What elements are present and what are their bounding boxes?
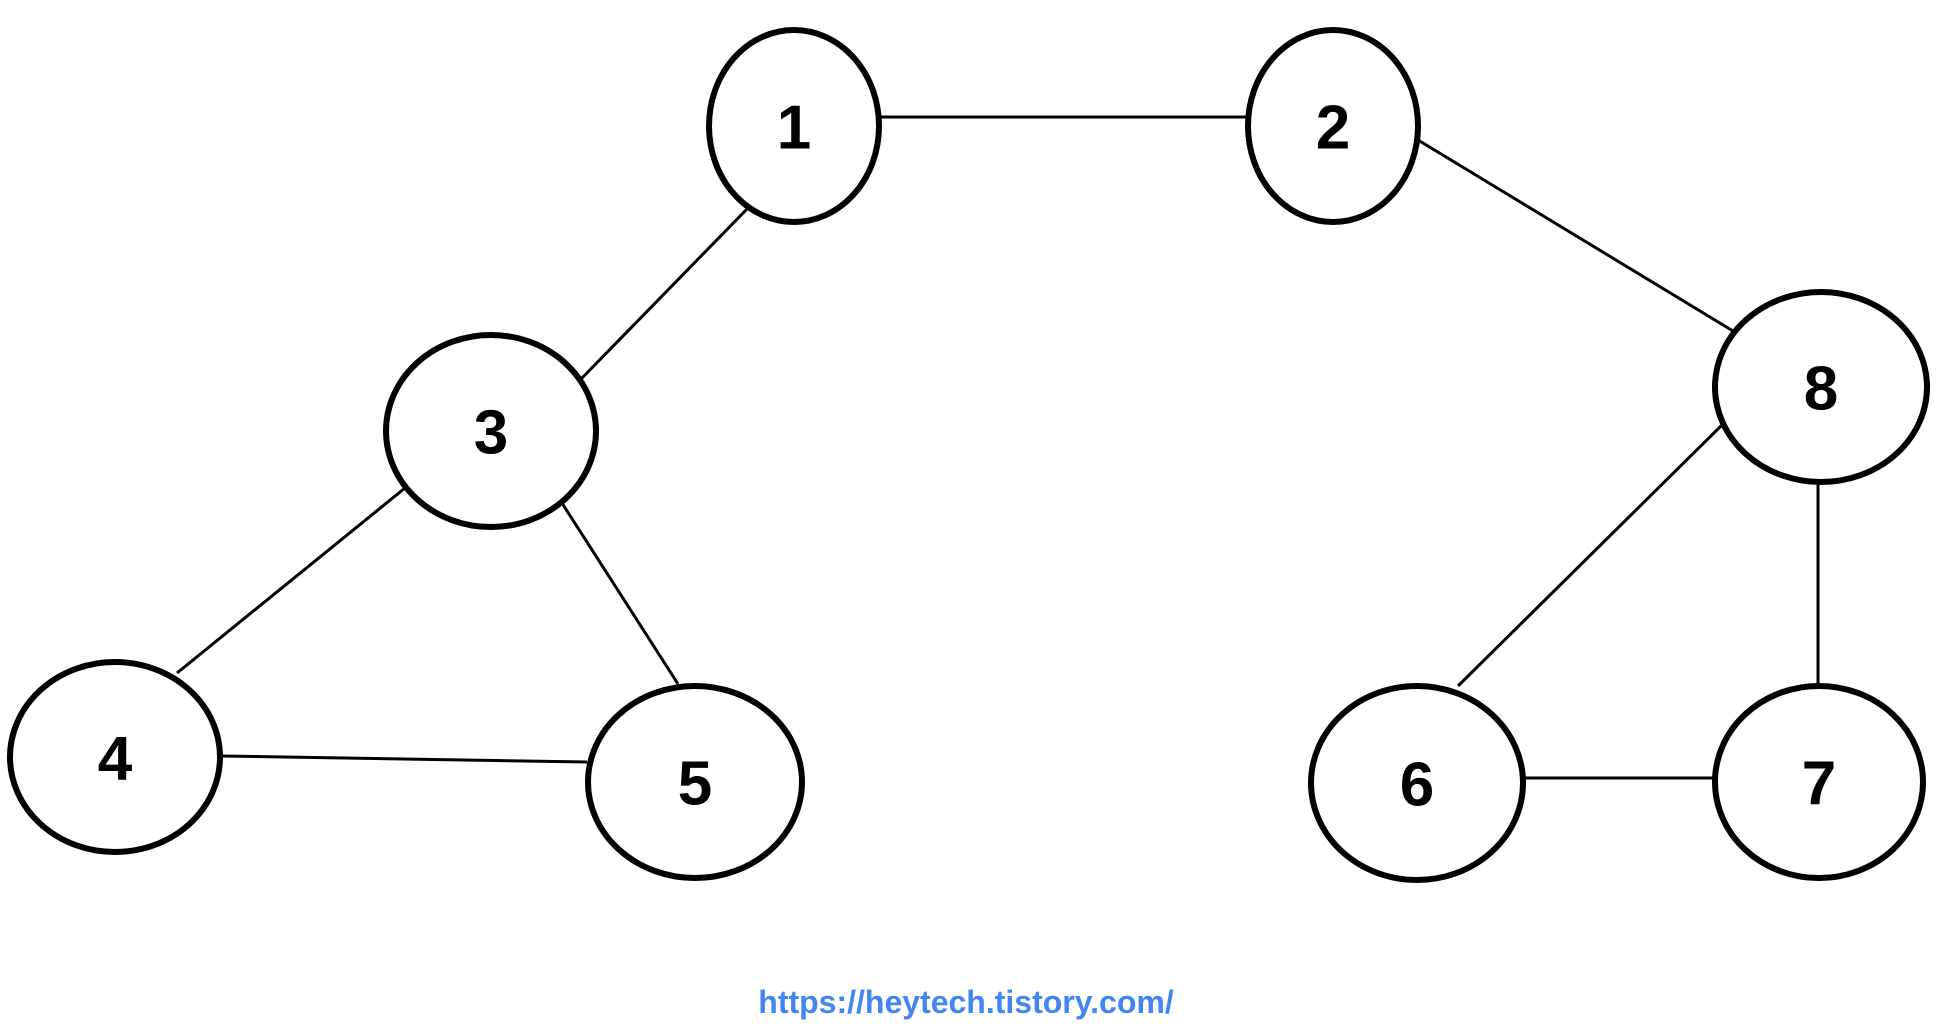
node-7: 7	[1712, 683, 1926, 881]
node-circle-2	[1245, 27, 1421, 225]
node-circle-1	[706, 27, 882, 225]
node-circle-5	[585, 683, 805, 881]
edges-layer	[176, 115, 1820, 780]
node-6: 6	[1308, 683, 1526, 883]
node-circle-8	[1712, 289, 1930, 485]
edge-3-5	[558, 499, 680, 685]
node-circle-4	[7, 659, 223, 855]
node-label-4: 4	[98, 724, 133, 793]
footer-url-link[interactable]: https://heytech.tistory.com/	[758, 984, 1174, 1020]
node-label-7: 7	[1802, 749, 1836, 818]
edge-2-8	[1417, 138, 1734, 333]
edge-8-6	[1456, 422, 1725, 688]
node-1: 1	[706, 27, 882, 225]
node-label-2: 2	[1316, 93, 1350, 162]
node-8: 8	[1712, 289, 1930, 485]
node-label-8: 8	[1804, 354, 1838, 423]
node-circle-6	[1308, 683, 1526, 883]
node-2: 2	[1245, 27, 1421, 225]
node-circle-3	[383, 332, 599, 530]
node-4: 4	[7, 659, 223, 855]
node-3: 3	[383, 332, 599, 530]
node-5: 5	[585, 683, 805, 881]
node-label-5: 5	[678, 749, 712, 818]
node-label-6: 6	[1400, 750, 1434, 819]
nodes-layer: 1 2 3 4 5 6 7 8	[7, 27, 1930, 883]
node-circle-7	[1712, 683, 1926, 881]
edge-1-3	[580, 206, 750, 380]
node-label-1: 1	[777, 93, 811, 162]
node-label-3: 3	[474, 398, 508, 467]
edge-3-4	[176, 486, 406, 675]
edge-4-5	[221, 754, 588, 764]
